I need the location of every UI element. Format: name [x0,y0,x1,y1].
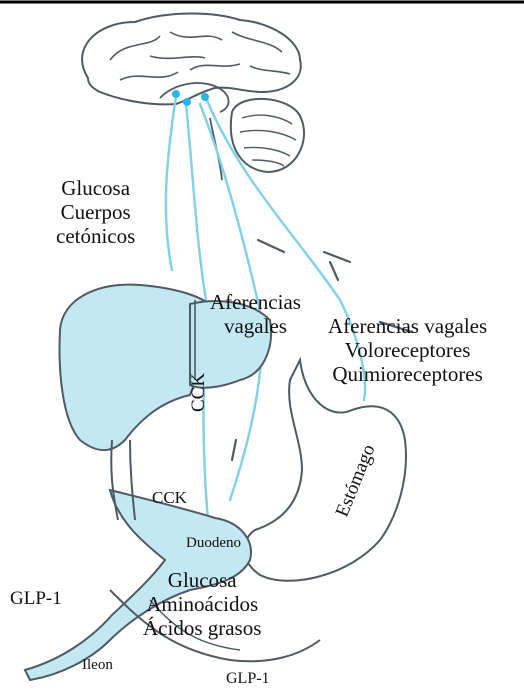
label-line: Glucosa [56,176,135,200]
label-line: vagales [210,314,301,338]
label-line: Aminoácidos [143,592,261,616]
label-line: Aferencias vagales [328,314,487,338]
label-glp1-left: GLP-1 [10,588,62,610]
label-cck-vertical: CCK [188,373,210,412]
label-line: Quimioreceptores [328,362,487,386]
label-line: Glucosa [143,568,261,592]
stomach-illustration [244,360,406,581]
label-line: cetónicos [56,224,135,248]
label-aferencias-vagales-right: Aferencias vagales Voloreceptores Quimio… [328,314,487,386]
label-duodeno: Duodeno [186,535,241,552]
label-line: Cuerpos [56,200,135,224]
label-glp1-bottom: GLP-1 [226,670,270,688]
label-glucosa-cuerpos: Glucosa Cuerpos cetónicos [56,176,135,248]
label-aferencias-vagales-left: Aferencias vagales [210,290,301,338]
label-nutrients: Glucosa Aminoácidos Ácidos grasos [143,568,261,640]
label-line: Ácidos grasos [143,616,261,640]
label-cck-lower: CCK [152,488,187,508]
brain-illustration [82,14,301,113]
label-ileon: Ileon [82,657,113,674]
cerebellum-illustration [210,99,304,180]
label-line: Voloreceptores [328,338,487,362]
label-line: Aferencias [210,290,301,314]
